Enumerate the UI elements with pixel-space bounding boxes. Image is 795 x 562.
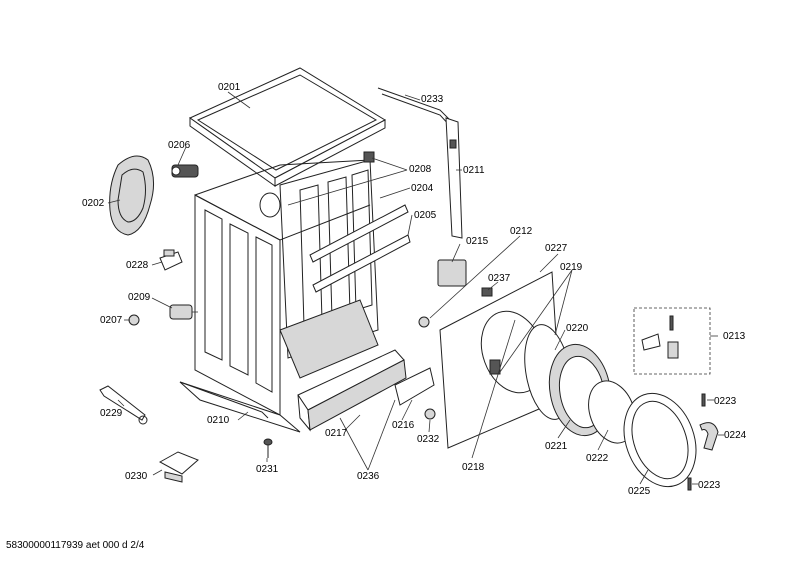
label-0217: 0217 [325,428,348,439]
part-0231-screw [263,438,273,458]
label-0208: 0208 [409,164,432,175]
label-0223-lower: 0223 [698,480,721,491]
part-0212-hinge-part [418,316,430,328]
part-cabinet-frame [179,159,379,433]
part-0201-top-cover [188,67,387,187]
label-0216: 0216 [392,420,415,431]
part-0210-base [179,381,269,419]
part-0233-bracket [377,87,456,129]
label-0218: 0218 [462,462,485,473]
part-0217-front-panel [297,349,407,432]
part-0225-door-frame [623,392,697,488]
label-0224: 0224 [724,430,747,441]
part-0205-rail [312,234,411,293]
label-0215: 0215 [466,236,489,247]
label-0225: 0225 [628,486,651,497]
label-0213: 0213 [723,331,746,342]
part-0211-strut [445,117,463,239]
label-0212: 0212 [510,226,533,237]
part-0223-pin-upper [701,393,706,407]
part-labels: 0201 0202 0204 0205 0206 0207 0208 0209 … [82,82,747,497]
part-0213-kit-box [633,307,711,375]
part-0232-knob [424,408,436,420]
leader-lines [107,91,724,485]
label-0206: 0206 [168,140,191,151]
label-0222: 0222 [586,453,609,464]
label-0233: 0233 [421,94,444,105]
label-0228: 0228 [126,260,149,271]
label-0219: 0219 [560,262,583,273]
label-0202: 0202 [82,198,105,209]
label-0210: 0210 [207,415,230,426]
label-0207: 0207 [100,315,123,326]
label-0230: 0230 [125,471,148,482]
part-0216-hatch [394,367,435,406]
part-0224-handle [699,422,719,451]
label-0221: 0221 [545,441,568,452]
label-0201: 0201 [218,82,241,93]
label-0236: 0236 [357,471,380,482]
label-0220: 0220 [566,323,589,334]
label-0204: 0204 [411,183,434,194]
part-0229-wrench [99,385,148,425]
part-0223-pin-lower [687,477,692,491]
label-0232: 0232 [417,434,440,445]
part-0215-door-lock [437,259,467,287]
part-0206-spring [171,164,199,178]
label-0229: 0229 [100,408,123,419]
document-footer: 58300000117939 aet 000 d 2/4 [6,540,145,551]
part-0237-lever [481,287,493,297]
part-0204-rail [309,204,409,263]
part-0209-damper [169,304,198,320]
label-0209: 0209 [128,292,151,303]
label-0237: 0237 [488,273,511,284]
part-0207-foot [128,314,140,326]
label-0227: 0227 [545,243,568,254]
label-0211: 0211 [463,165,485,176]
part-0208-clip [363,151,375,163]
label-0205: 0205 [414,210,437,221]
label-0231: 0231 [256,464,279,475]
part-0202-cover-plate [109,155,154,236]
part-0230-bracket [158,451,199,483]
label-0223-upper: 0223 [714,396,737,407]
part-0228-clamp [159,249,183,271]
